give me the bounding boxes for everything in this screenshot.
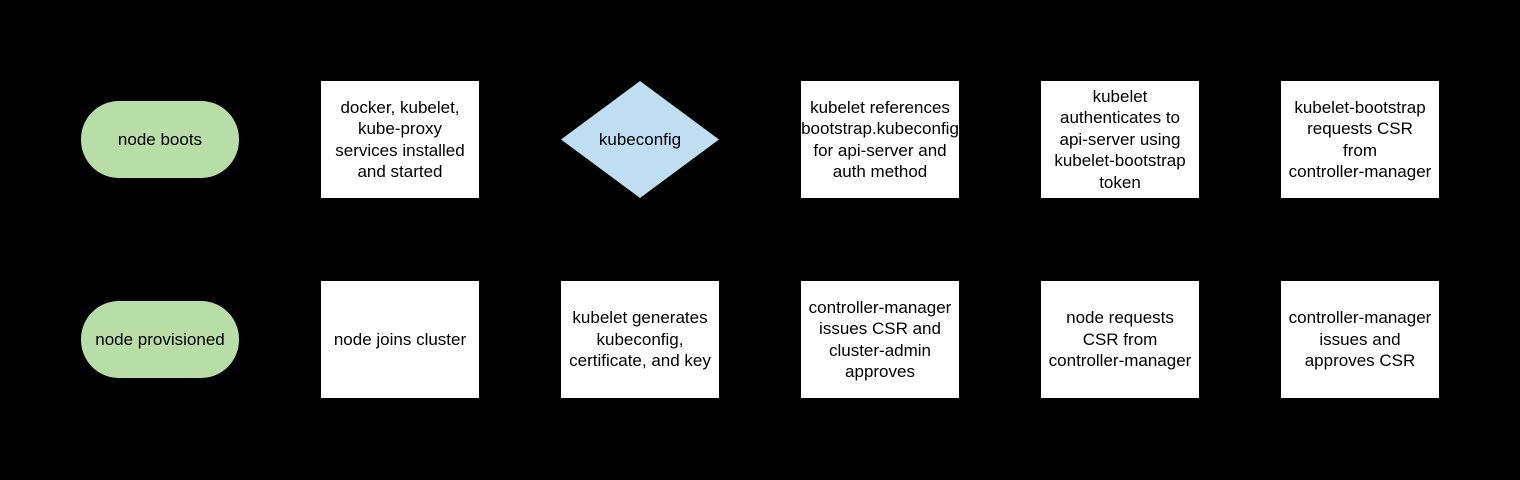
- node-label: kubelet generates kubeconfig, certificat…: [569, 308, 711, 371]
- node-label: kubelet-bootstrap requests CSR from cont…: [1288, 97, 1432, 182]
- node-label: controller-manager issues CSR and cluste…: [808, 297, 952, 382]
- process-node-requests-csr: node requests CSR from controller-manage…: [1041, 281, 1199, 398]
- process-kubelet-generates-kubeconfig: kubelet generates kubeconfig, certificat…: [561, 281, 719, 398]
- node-label: node provisioned: [95, 329, 225, 349]
- terminator-node-boots: node boots: [81, 101, 239, 178]
- node-label: controller-manager issues and approves C…: [1288, 308, 1432, 371]
- decision-kubeconfig: kubeconfig: [561, 81, 719, 198]
- process-node-joins-cluster: node joins cluster: [321, 281, 479, 398]
- node-label: node boots: [117, 129, 203, 149]
- node-label: kubelet references bootstrap.kubeconfig …: [801, 97, 959, 182]
- node-label: node requests CSR from controller-manage…: [1048, 308, 1192, 371]
- node-label: kubeconfig: [598, 129, 682, 149]
- process-kubelet-authenticates: kubelet authenticates to api-server usin…: [1041, 81, 1199, 198]
- process-controller-manager-approves-csr: controller-manager issues and approves C…: [1281, 281, 1439, 398]
- process-kubelet-bootstrap-requests-csr: kubelet-bootstrap requests CSR from cont…: [1281, 81, 1439, 198]
- node-label: kubelet authenticates to api-server usin…: [1054, 86, 1186, 192]
- process-services-installed: docker, kubelet, kube-proxy services ins…: [321, 81, 479, 198]
- process-controller-manager-issues-csr: controller-manager issues CSR and cluste…: [801, 281, 959, 398]
- node-label: node joins cluster: [333, 329, 467, 349]
- process-kubelet-references-bootstrap-kubeconfig: kubelet references bootstrap.kubeconfig …: [801, 81, 959, 198]
- node-label: docker, kubelet, kube-proxy services ins…: [335, 97, 465, 182]
- terminator-node-provisioned: node provisioned: [81, 301, 239, 378]
